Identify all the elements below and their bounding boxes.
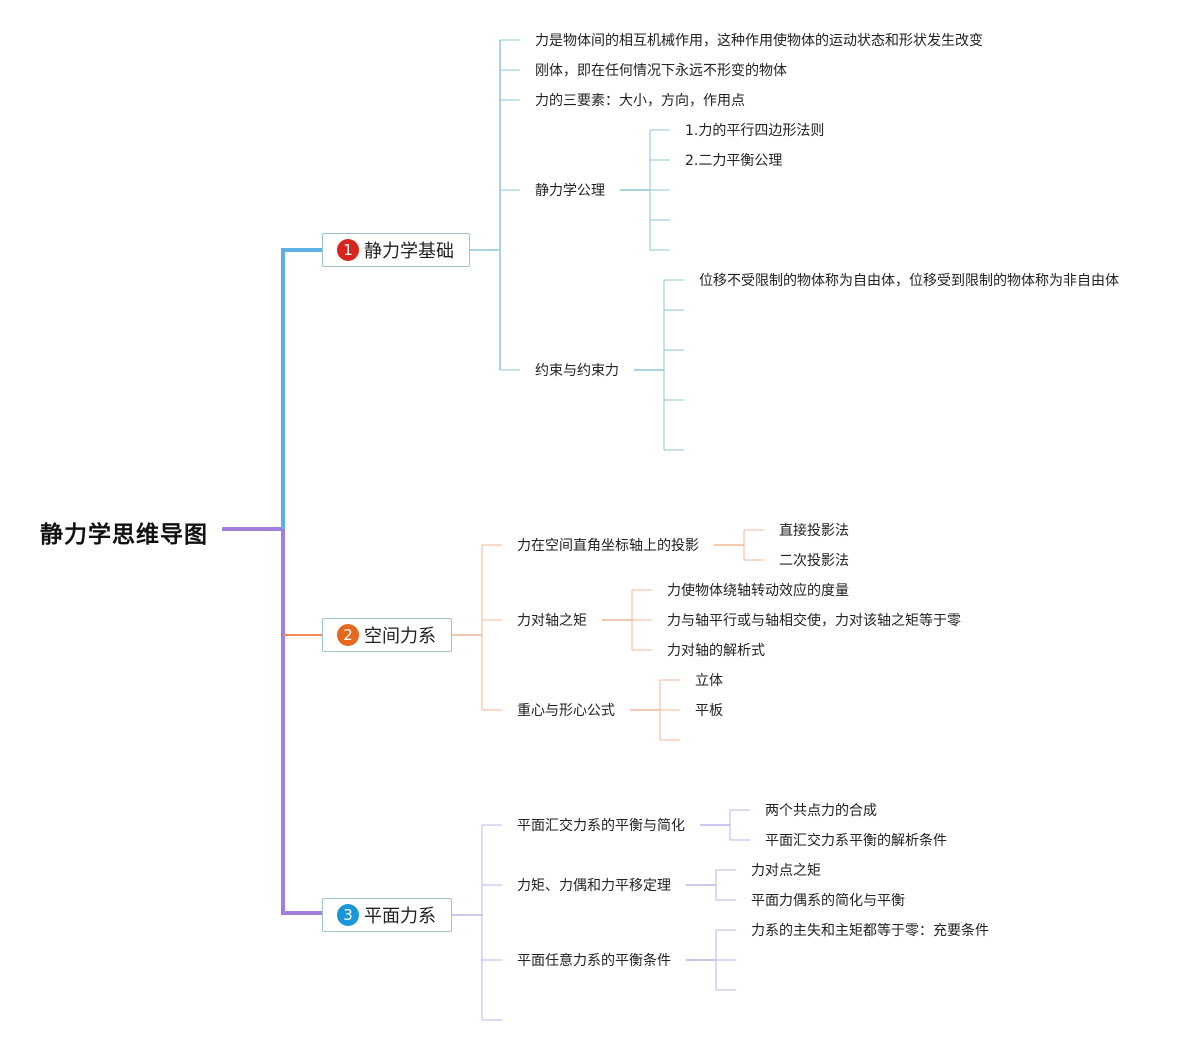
topic-moment-couple[interactable]: 力矩、力偶和力平移定理 — [517, 878, 671, 894]
topic-moment-about-axis[interactable]: 力对轴之矩 — [517, 613, 587, 629]
subtopic-analytic-equilibrium[interactable]: 平面汇交力系平衡的解析条件 — [765, 833, 947, 849]
topic-projection[interactable]: 力在空间直角坐标轴上的投影 — [517, 538, 699, 554]
branch-spatial-force-system[interactable]: 2 空间力系 — [322, 618, 452, 652]
topic-centroid-formula[interactable]: 重心与形心公式 — [517, 703, 615, 719]
subtopic-direct-projection[interactable]: 直接投影法 — [779, 523, 849, 539]
topic-arbitrary-force-equilibrium[interactable]: 平面任意力系的平衡条件 — [517, 953, 671, 969]
root-topic[interactable]: 静力学思维导图 — [40, 522, 208, 548]
branch-planar-force-system[interactable]: 3 平面力系 — [322, 898, 452, 932]
number-badge: 3 — [337, 904, 359, 926]
subtopic-secondary-projection[interactable]: 二次投影法 — [779, 553, 849, 569]
subtopic-parallelogram-law[interactable]: 1.力的平行四边形法则 — [685, 123, 825, 139]
subtopic-two-forces-composition[interactable]: 两个共点力的合成 — [765, 803, 877, 819]
topic-rigid-body[interactable]: 刚体，即在任何情况下永远不形变的物体 — [535, 63, 787, 79]
topic-statics-axioms[interactable]: 静力学公理 — [535, 183, 605, 199]
subtopic-zero-moment[interactable]: 力与轴平行或与轴相交使，力对该轴之矩等于零 — [667, 613, 961, 629]
subtopic-rotation-measure[interactable]: 力使物体绕轴转动效应的度量 — [667, 583, 849, 599]
subtopic-analytic-formula[interactable]: 力对轴的解析式 — [667, 643, 765, 659]
subtopic-free-body[interactable]: 位移不受限制的物体称为自由体，位移受到限制的物体称为非自由体 — [699, 273, 1119, 289]
topic-concurrent-forces[interactable]: 平面汇交力系的平衡与简化 — [517, 818, 685, 834]
number-badge: 2 — [337, 624, 359, 646]
subtopic-necessary-sufficient[interactable]: 力系的主失和主矩都等于零：充要条件 — [751, 923, 989, 939]
subtopic-moment-about-point[interactable]: 力对点之矩 — [751, 863, 821, 879]
subtopic-solid[interactable]: 立体 — [695, 673, 723, 689]
topic-force-definition[interactable]: 力是物体间的相互机械作用，这种作用使物体的运动状态和形状发生改变 — [535, 33, 983, 49]
topic-three-elements[interactable]: 力的三要素：大小，方向，作用点 — [535, 93, 745, 109]
topic-constraints[interactable]: 约束与约束力 — [535, 363, 619, 379]
branch-label: 空间力系 — [364, 626, 436, 647]
branch-label: 平面力系 — [364, 906, 436, 927]
subtopic-plate[interactable]: 平板 — [695, 703, 723, 719]
branch-statics-basics[interactable]: 1 静力学基础 — [322, 233, 470, 267]
branch-label: 静力学基础 — [364, 241, 454, 262]
subtopic-couple-system[interactable]: 平面力偶系的简化与平衡 — [751, 893, 905, 909]
subtopic-two-force-equilibrium[interactable]: 2.二力平衡公理 — [685, 153, 783, 169]
number-badge: 1 — [337, 239, 359, 261]
